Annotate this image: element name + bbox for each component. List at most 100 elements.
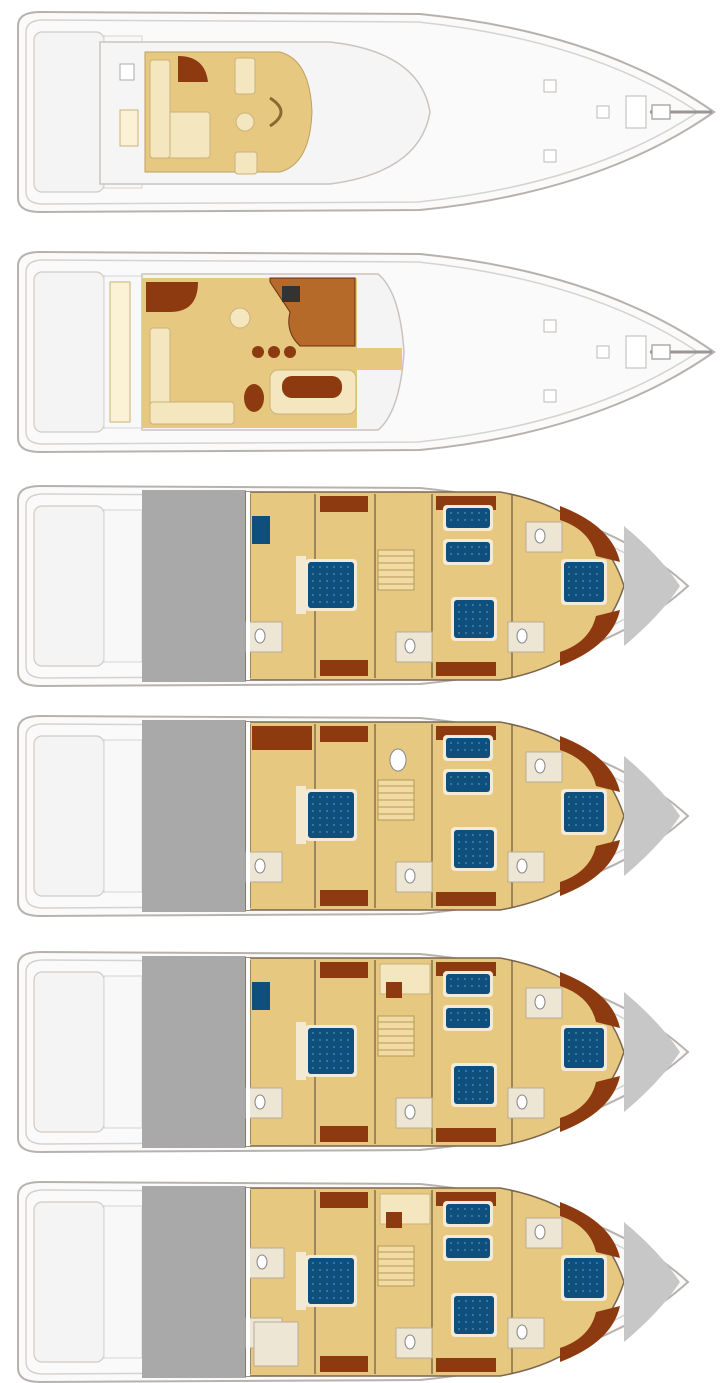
guest-double-berth [451, 1063, 497, 1107]
cockpit [33, 31, 105, 193]
transom-lockers [103, 975, 143, 1129]
toilet [534, 994, 546, 1010]
lower-deck-plan-4 [17, 1180, 690, 1383]
nightstand [296, 1022, 306, 1080]
day-head-toilet [389, 748, 407, 772]
transom-lockers [103, 1205, 143, 1359]
upper-bunk [443, 505, 493, 531]
toilet [254, 628, 266, 644]
guest-double-berth [451, 827, 497, 871]
cockpit [33, 971, 105, 1133]
engine-room [142, 956, 246, 1148]
deck-hatch [596, 345, 610, 359]
head [245, 851, 283, 883]
head [525, 987, 563, 1019]
toilet [516, 628, 528, 644]
deck-hatch [543, 319, 557, 333]
hull-seam [246, 1188, 250, 1376]
salon-chair [229, 307, 251, 329]
toilet [404, 638, 416, 654]
grill [119, 63, 135, 81]
forepeak [624, 526, 680, 646]
hanging-locker [436, 892, 496, 906]
engine-room [142, 490, 246, 682]
helm-console [269, 96, 283, 128]
anchor-windlass [625, 95, 712, 129]
toilet [254, 858, 266, 874]
vip-berth [561, 1255, 607, 1301]
anchor-windlass [625, 335, 712, 369]
upper-bunk [443, 769, 493, 795]
forepeak [624, 992, 680, 1112]
hanging-locker [320, 890, 368, 906]
bar-stool [252, 346, 264, 358]
head [395, 1097, 433, 1129]
head [525, 1217, 563, 1249]
guest-double-berth [451, 1293, 497, 1337]
dinette-table [282, 376, 342, 398]
vberth-locker [560, 1306, 620, 1362]
guest-double-berth [451, 597, 497, 641]
hanging-locker [320, 1356, 368, 1372]
forepeak [624, 756, 680, 876]
toilet [404, 1334, 416, 1350]
upper-bunk [443, 1201, 493, 1227]
vberth-locker [560, 736, 620, 792]
transom-lockers [103, 509, 143, 663]
hanging-locker [320, 1126, 368, 1142]
deck-hatch [625, 335, 647, 369]
cockpit [33, 271, 105, 433]
fridge-cabinet [119, 109, 139, 147]
lower-deck-plan-2 [17, 714, 690, 918]
head [245, 1087, 283, 1119]
head [507, 1087, 545, 1119]
nightstand [296, 1252, 306, 1310]
companion-seat [234, 57, 256, 95]
helm-chair [235, 112, 255, 132]
toilet [256, 1254, 268, 1270]
crew-locker [252, 726, 312, 750]
vip-berth [561, 789, 607, 835]
toilet [534, 758, 546, 774]
vberth-locker [560, 1202, 620, 1258]
head [507, 621, 545, 653]
flybridge-plan [17, 10, 716, 214]
stair-opening [178, 56, 208, 82]
toilet [254, 1094, 266, 1110]
vberth-locker [560, 1076, 620, 1132]
forepeak [624, 1222, 680, 1342]
vberth-locker [560, 972, 620, 1028]
toilet [516, 1094, 528, 1110]
washer-dryer [252, 982, 270, 1010]
hanging-locker [320, 496, 368, 512]
deck-hatch [543, 79, 557, 93]
master-berth [305, 1255, 357, 1307]
master-berth [305, 559, 357, 611]
head [395, 1327, 433, 1359]
toilet [516, 858, 528, 874]
bar-stool [268, 346, 280, 358]
deck-hatch [543, 149, 557, 163]
upper-bunk [443, 735, 493, 761]
vip-berth [561, 559, 607, 605]
upper-bunk [443, 539, 493, 565]
head [395, 861, 433, 893]
toilet [404, 868, 416, 884]
vberth-locker [560, 610, 620, 666]
salon-l-sofa [149, 401, 235, 425]
nightstand [296, 556, 306, 614]
galley-appliance [282, 286, 300, 302]
nightstand [296, 786, 306, 844]
head [507, 1317, 545, 1349]
head [525, 751, 563, 783]
toilet [516, 1324, 528, 1340]
deck-hatch [625, 95, 647, 129]
hanging-locker [320, 726, 368, 742]
cocktail-table [386, 982, 402, 998]
master-berth [305, 1025, 357, 1077]
stair-to-flybridge [146, 282, 198, 312]
engine-room [142, 1186, 246, 1378]
vberth-locker [560, 840, 620, 896]
deck-hatch [596, 105, 610, 119]
